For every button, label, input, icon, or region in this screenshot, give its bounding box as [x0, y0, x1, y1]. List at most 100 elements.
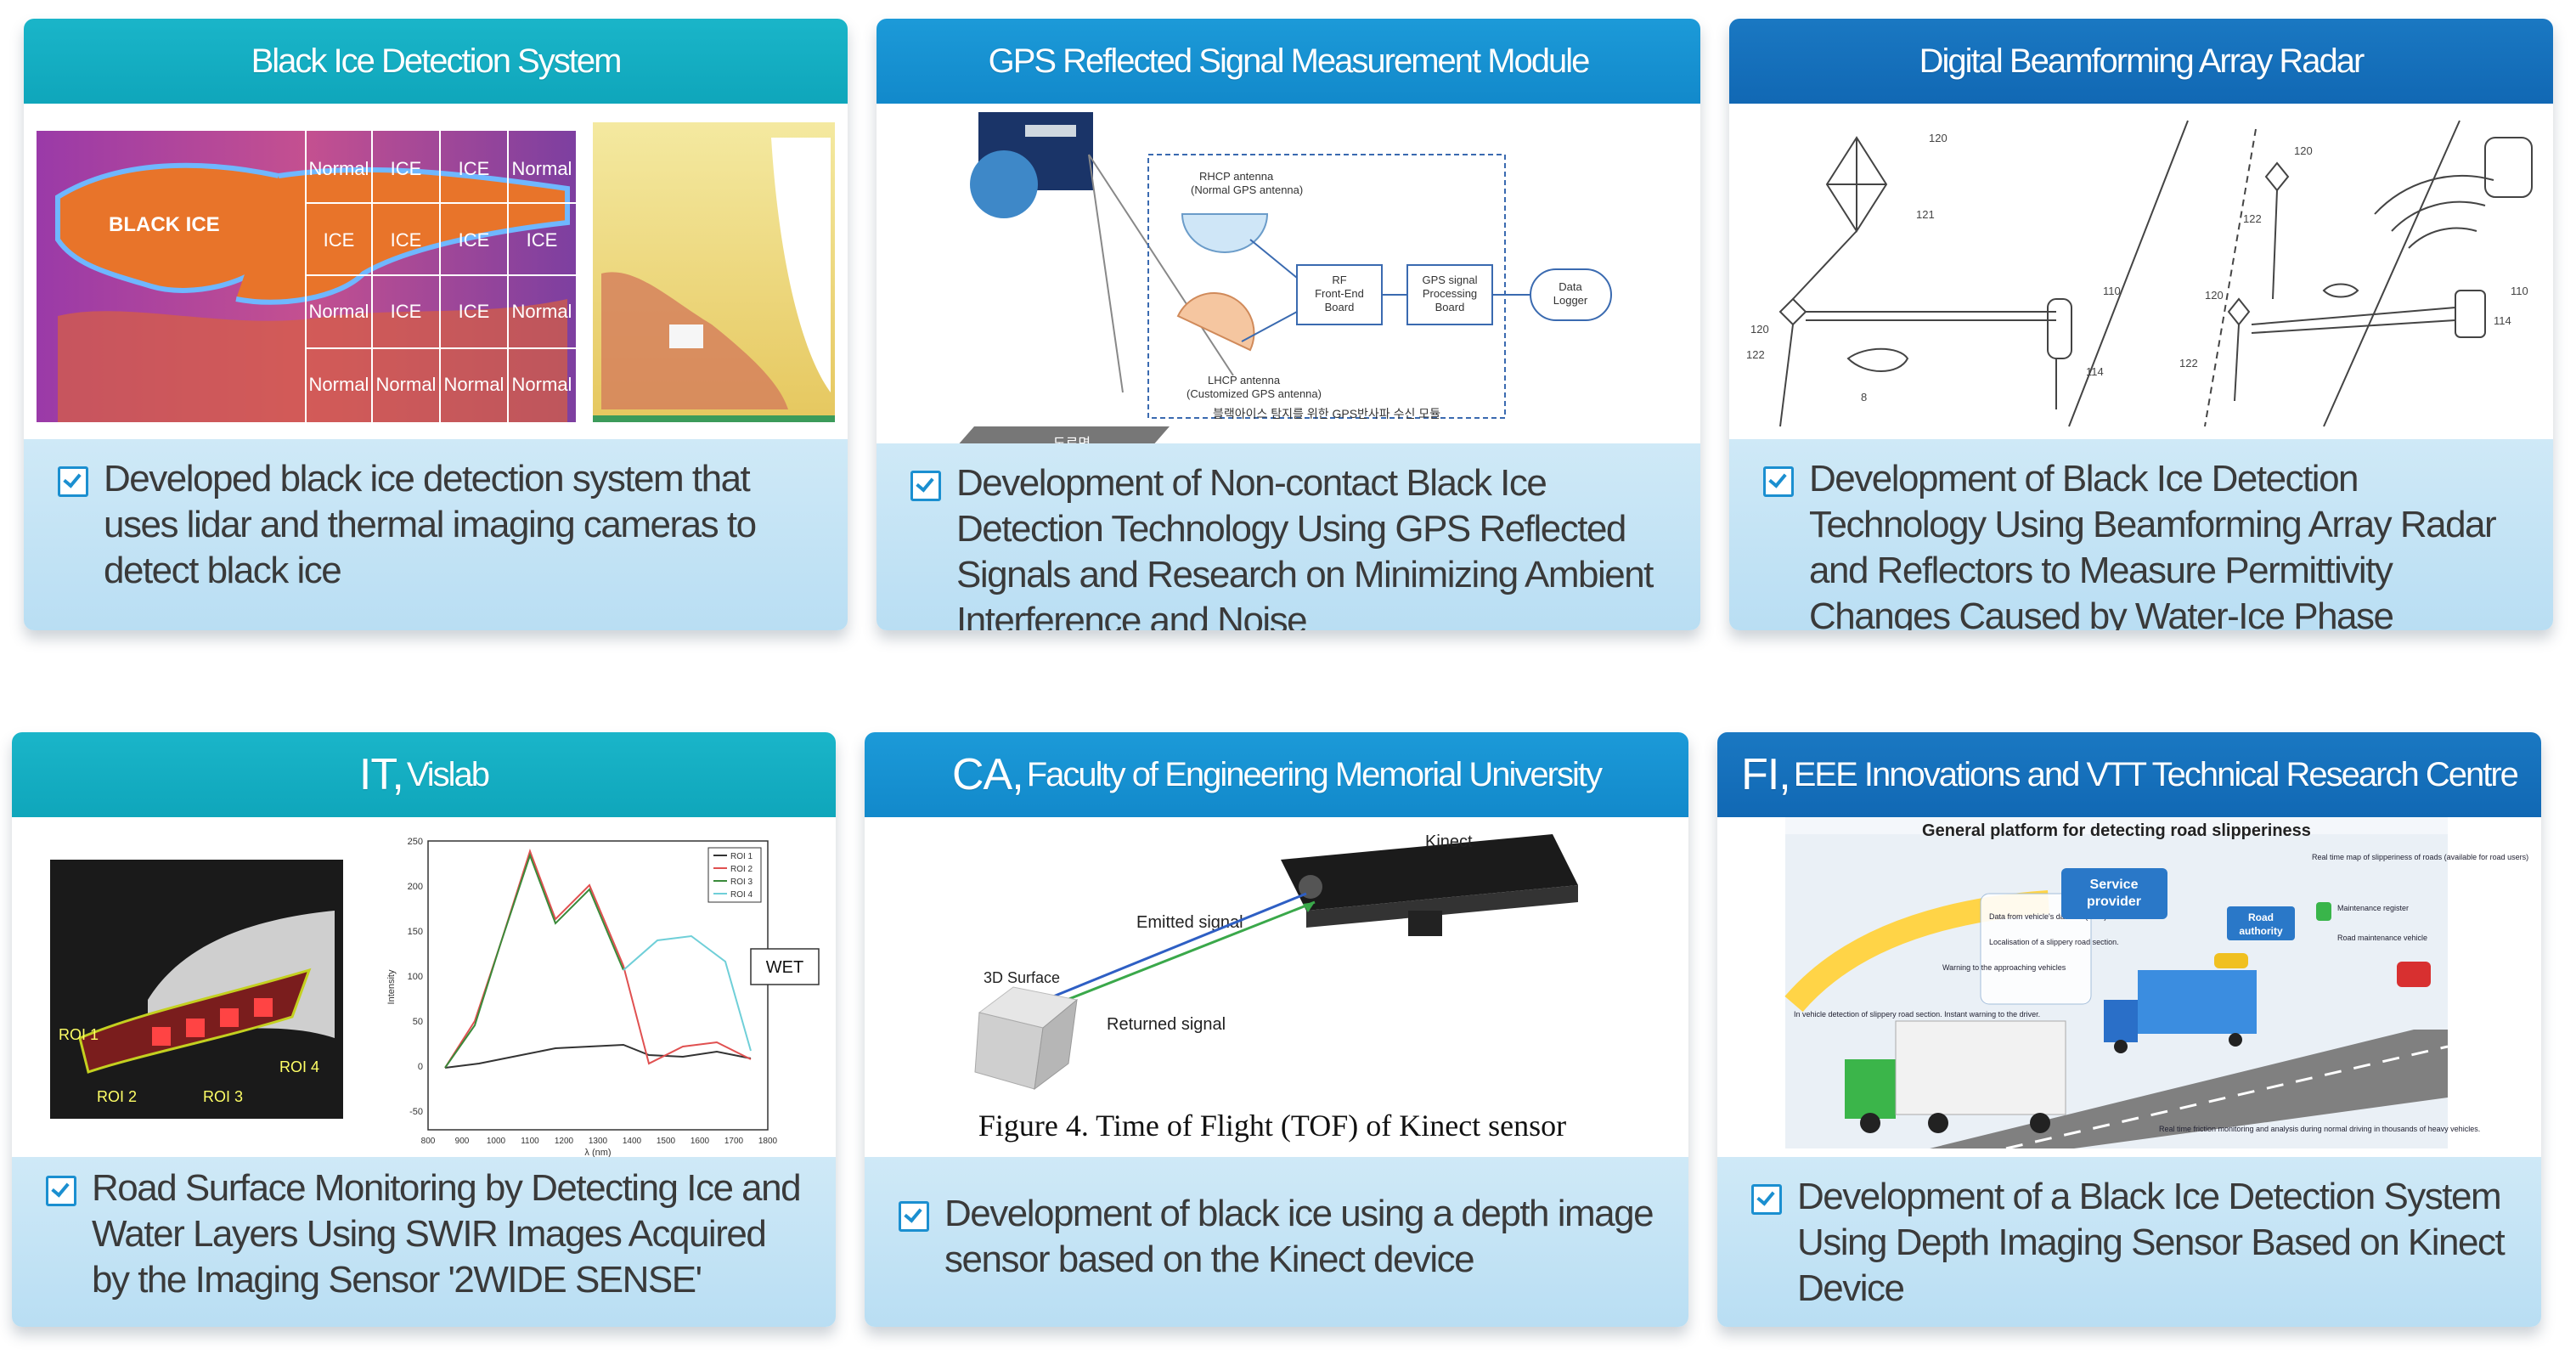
- description-text: Developed black ice detection system tha…: [104, 458, 757, 591]
- ref-label: 121: [1916, 208, 1935, 221]
- road-slipperiness-platform-figure: General platform for detecting road slip…: [1717, 817, 2541, 1157]
- friction-note: Real time friction monitoring and analys…: [2159, 1125, 2480, 1133]
- lhcp-antenna: [1176, 292, 1255, 352]
- truck-green: [1845, 1020, 2066, 1133]
- legend-item: ROI 1: [730, 852, 753, 861]
- reflector-octahedron: [1825, 136, 1888, 233]
- figure-caption: Figure 4. Time of Flight (TOF) of Kinect…: [978, 1109, 1566, 1143]
- x-tick: 1800: [758, 1137, 778, 1146]
- x-tick: 800: [421, 1137, 436, 1146]
- gps-label: Processing: [1423, 287, 1477, 300]
- gps-label: GPS signal: [1422, 274, 1477, 286]
- grid-cell: ICE: [527, 229, 558, 251]
- description-text: Development of Non-contact Black Ice Det…: [956, 462, 1654, 630]
- x-tick: 1200: [555, 1137, 574, 1146]
- roi-label: ROI 3: [203, 1088, 243, 1105]
- logger-label: Logger: [1553, 294, 1588, 307]
- ref-label: 110: [2103, 285, 2121, 297]
- wet-label: WET: [766, 958, 803, 977]
- country-code: FI,: [1741, 750, 1791, 799]
- grid-cell: ICE: [459, 301, 490, 322]
- surface-label: 3D Surface: [984, 969, 1060, 986]
- checkbox-icon: [1763, 466, 1794, 497]
- card-vtt-research: FI, EEE Innovations and VTT Technical Re…: [1717, 732, 2541, 1327]
- ref-label: 120: [1929, 132, 1948, 144]
- wet-box: [750, 948, 820, 985]
- data-vehicle-note: Data from vehicle's databus (CAN).: [1989, 912, 2109, 921]
- card-description: Development of Non-contact Black Ice Det…: [877, 443, 1700, 630]
- card-gps-reflected: GPS Reflected Signal Measurement Module …: [877, 19, 1700, 630]
- grid-cell: Normal: [444, 374, 504, 395]
- logger-label: Data: [1559, 280, 1582, 293]
- ref-label: 114: [2086, 365, 2104, 378]
- emitted-signal-arrow: [1034, 892, 1307, 1006]
- emitted-label: Emitted signal: [1136, 913, 1243, 932]
- returned-signal-arrow: [1034, 900, 1316, 1014]
- kinect-tof-figure: Kinect Emitted signal 3D Surface Returne…: [865, 817, 1688, 1157]
- org-name: Vislab: [406, 755, 490, 793]
- 3d-surface-cube: [974, 986, 1079, 1091]
- x-tick: 1400: [623, 1137, 642, 1146]
- maintenance-register-label: Maintenance register: [2337, 904, 2409, 912]
- card-title: Black Ice Detection System: [24, 19, 848, 104]
- ref-label: 114: [2494, 314, 2511, 327]
- localisation-note: Localisation of a slippery road section.: [1989, 938, 2119, 946]
- y-tick: 0: [418, 1062, 423, 1072]
- in-vehicle-note: In vehicle detection of slippery road se…: [1794, 1010, 2040, 1019]
- y-tick: -50: [409, 1107, 423, 1117]
- warning-note: Warning to the approaching vehicles: [1942, 963, 2066, 972]
- card-black-ice-detection: Black Ice Detection System BLACK ICE: [24, 19, 848, 630]
- legend-item: ROI 2: [730, 865, 753, 874]
- road: [1930, 1030, 2448, 1148]
- grid-cell: ICE: [391, 158, 422, 179]
- card-title: GPS Reflected Signal Measurement Module: [877, 19, 1700, 104]
- kinect-device: [1281, 834, 1578, 936]
- maintenance-vehicle: [2397, 962, 2431, 987]
- x-axis-label: λ (nm): [584, 1148, 611, 1157]
- gps-board: [1406, 264, 1493, 325]
- card-title: FI, EEE Innovations and VTT Technical Re…: [1717, 732, 2541, 817]
- grid-cell: ICE: [391, 229, 422, 251]
- checkbox-icon: [910, 471, 941, 501]
- card-vislab: IT, Vislab ROI 1 ROI 2 ROI 3 ROI 4 250 2…: [12, 732, 836, 1327]
- diagram-caption: 블랙아이스 탐지를 위한 GPS반사파 수신 모듈: [1213, 407, 1440, 420]
- card-title: CA, Faculty of Engineering Memorial Univ…: [865, 732, 1688, 817]
- y-tick: 50: [413, 1017, 423, 1027]
- authority-label: Road: [2248, 911, 2274, 923]
- grid-cell: Normal: [309, 374, 369, 395]
- thermal-lidar-figure: BLACK ICE Normal ICE ICE Normal ICE ICE …: [24, 104, 848, 439]
- ref-label: 120: [2294, 144, 2313, 157]
- truck-blue: [2104, 970, 2257, 1053]
- rf-label: RF: [1332, 274, 1346, 286]
- description-text: Development of black ice using a depth i…: [944, 1193, 1654, 1280]
- grid-cell: Normal: [376, 374, 437, 395]
- card-description: Development of a Black Ice Detection Sys…: [1717, 1157, 2541, 1327]
- checkbox-icon: [46, 1176, 76, 1206]
- rhcp-sub: (Normal GPS antenna): [1191, 183, 1303, 196]
- rf-label: Board: [1325, 301, 1355, 313]
- x-tick: 1100: [521, 1137, 539, 1146]
- y-tick: 100: [408, 972, 423, 982]
- swir-figure: ROI 1 ROI 2 ROI 3 ROI 4 250 200 150 100 …: [12, 817, 836, 1158]
- radar-patent-drawing: 120 121 110 120 122 114 120 120 122 110 …: [1729, 104, 2553, 439]
- gps-label: Board: [1435, 301, 1465, 313]
- org-name: EEE Innovations and VTT Technical Resear…: [1793, 755, 2519, 793]
- legend-item: ROI 4: [730, 890, 753, 900]
- lidar-image: [593, 122, 835, 422]
- x-tick: 1000: [487, 1137, 506, 1146]
- rhcp-label: RHCP antenna: [1199, 170, 1274, 183]
- rhcp-antenna: [1181, 213, 1269, 253]
- country-code: IT,: [358, 750, 404, 799]
- rf-label: Front-End: [1315, 287, 1364, 300]
- grid-cell: ICE: [324, 229, 355, 251]
- thermal-grid: [305, 131, 576, 422]
- lhcp-label: LHCP antenna: [1208, 374, 1281, 387]
- x-tick: 900: [455, 1137, 470, 1146]
- y-axis-label: Intensity: [386, 969, 397, 1004]
- y-tick: 200: [408, 882, 423, 892]
- road-label: 도로면: [1053, 436, 1091, 443]
- x-tick: 1300: [589, 1137, 608, 1146]
- grid-cell: ICE: [459, 158, 490, 179]
- card-beamforming-radar: Digital Beamforming Array Radar: [1729, 19, 2553, 630]
- ref-label: 122: [2243, 212, 2262, 225]
